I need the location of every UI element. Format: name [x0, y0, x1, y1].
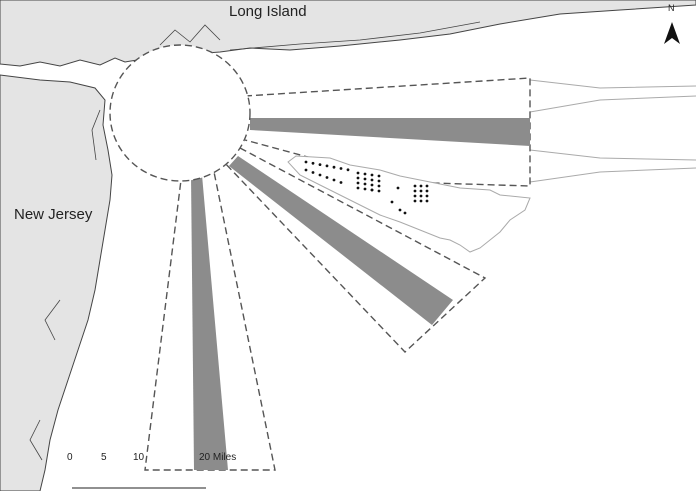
- turbine-dot: [363, 182, 367, 186]
- new-jersey-land: [0, 74, 113, 491]
- turbine-dot: [377, 174, 381, 178]
- turbine-dot: [370, 183, 374, 187]
- turbine-dot: [332, 178, 336, 182]
- north-label: N: [668, 3, 675, 13]
- turbine-dot: [370, 188, 374, 192]
- band-south: [191, 175, 228, 470]
- north-arrow-icon: [664, 22, 680, 44]
- label-long-island: Long Island: [229, 3, 307, 20]
- turbine-dot: [332, 165, 336, 169]
- turbine-dot: [390, 200, 394, 204]
- turbine-dot: [325, 176, 329, 179]
- turbine-dot: [304, 168, 308, 172]
- turbine-dot: [318, 163, 322, 167]
- turbine-dot: [356, 181, 360, 185]
- turbine-dot: [346, 168, 350, 172]
- turbine-dot: [398, 208, 402, 212]
- turbine-dot: [419, 194, 423, 198]
- turbine-dot: [311, 171, 315, 174]
- turbine-dot: [339, 181, 343, 184]
- cable-corridor-lines: [529, 79, 696, 183]
- turbine-dot: [339, 167, 343, 170]
- turbine-dot: [413, 194, 417, 198]
- turbine-dot: [425, 184, 429, 188]
- barrier-islands: [159, 21, 481, 51]
- band-southeast: [229, 156, 453, 325]
- label-new-jersey: New Jersey: [14, 206, 93, 223]
- turbine-dot: [325, 164, 329, 168]
- turbine-dot: [425, 194, 429, 198]
- turbine-dot: [419, 189, 423, 193]
- scale-tick-0: 0: [67, 452, 73, 463]
- turbine-dot: [363, 187, 367, 191]
- turbine-dot: [403, 211, 407, 215]
- turbine-dot: [425, 199, 429, 203]
- turbine-dot: [413, 189, 417, 193]
- nj-coast-detail: [29, 109, 101, 461]
- turbine-dot: [396, 186, 400, 190]
- turbine-dots: [304, 160, 429, 215]
- turbine-dot: [413, 199, 417, 203]
- turbine-dot: [419, 184, 423, 188]
- turbine-dot: [356, 186, 360, 190]
- turbine-dot: [356, 171, 360, 175]
- source-circle: [109, 44, 251, 182]
- scale-tick-20: 20 Miles: [199, 452, 237, 463]
- turbine-dot: [363, 177, 367, 181]
- turbine-dot: [356, 176, 360, 180]
- band-east: [250, 118, 530, 146]
- scale-tick-10: 10: [133, 452, 145, 463]
- turbine-dot: [377, 189, 381, 193]
- turbine-dot: [363, 172, 367, 176]
- turbine-dot: [304, 160, 308, 164]
- turbine-dot: [425, 189, 429, 193]
- turbine-dot: [370, 178, 374, 182]
- long-island-land: [0, 0, 696, 67]
- turbine-dot: [377, 179, 381, 183]
- turbine-dot: [311, 161, 315, 165]
- lease-area: [287, 155, 531, 253]
- wedge-southeast: [221, 147, 487, 353]
- turbine-dot: [413, 184, 417, 188]
- turbine-dot: [370, 173, 374, 177]
- turbine-dot: [318, 173, 322, 177]
- scale-tick-5: 5: [101, 452, 107, 463]
- turbine-dot: [419, 199, 423, 203]
- turbine-dot: [377, 184, 381, 188]
